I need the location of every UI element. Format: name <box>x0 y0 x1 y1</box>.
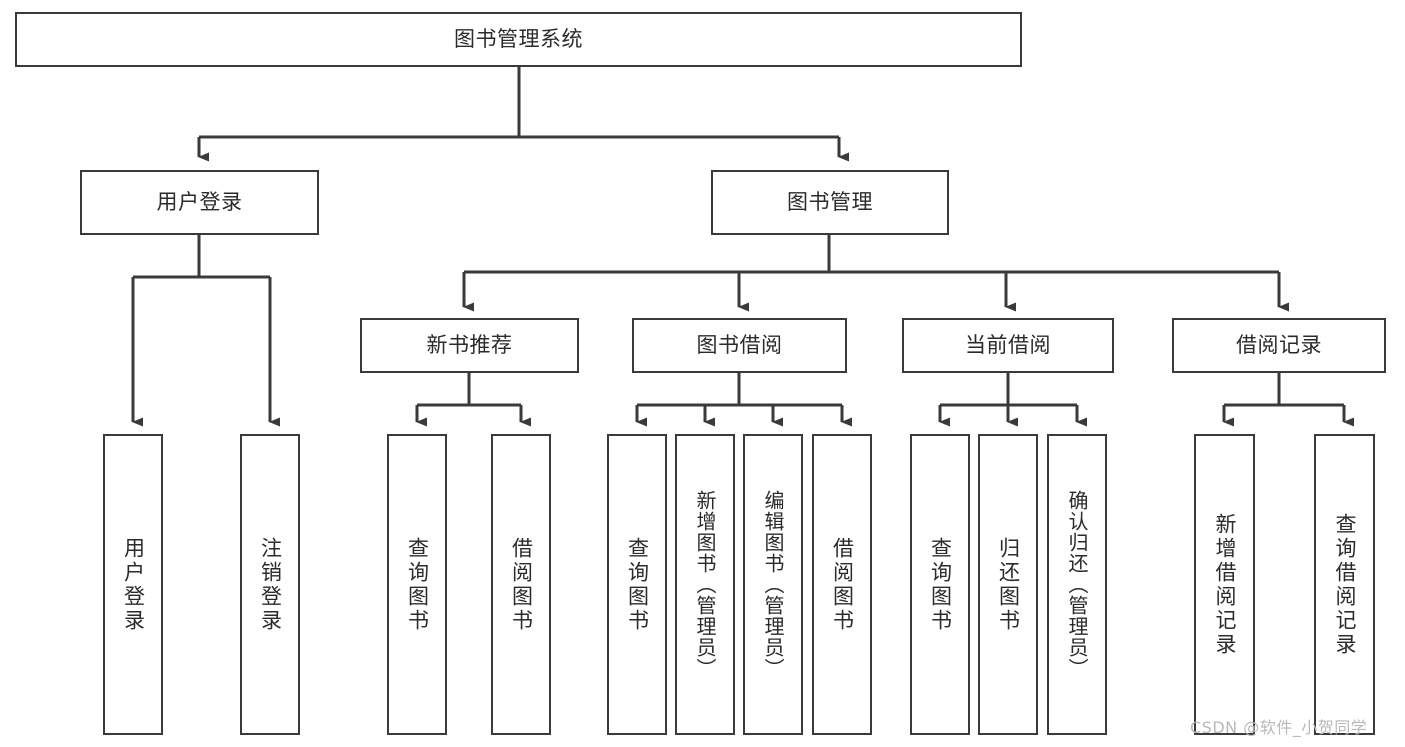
node-leaf-return-book-label: 归还图书 <box>996 536 1021 633</box>
node-leaf-confirm-return[interactable]: 确认归还（管理员） <box>1047 434 1107 735</box>
node-leaf-add-record-label: 新增借阅记录 <box>1213 512 1237 657</box>
node-leaf-borrow-book-1[interactable]: 借阅图书 <box>491 434 551 735</box>
node-borrow-record-label: 借阅记录 <box>1236 332 1322 357</box>
node-leaf-query-record-label: 查询借阅记录 <box>1333 512 1357 657</box>
node-leaf-confirm-return-label: 确认归还（管理员） <box>1065 490 1089 679</box>
node-leaf-edit-book-label: 编辑图书（管理员） <box>761 490 785 679</box>
node-current-borrow[interactable]: 当前借阅 <box>902 318 1114 373</box>
node-leaf-user-login[interactable]: 用户登录 <box>103 434 163 735</box>
node-book-borrow[interactable]: 图书借阅 <box>632 318 847 373</box>
node-leaf-user-login-label: 用户登录 <box>121 536 146 633</box>
node-leaf-query-book-3-label: 查询图书 <box>928 536 953 633</box>
node-book-management[interactable]: 图书管理 <box>711 170 949 235</box>
node-new-book-recommend-label: 新书推荐 <box>426 332 513 357</box>
node-root-label: 图书管理系统 <box>454 26 583 51</box>
node-root[interactable]: 图书管理系统 <box>15 12 1022 67</box>
node-leaf-query-book-2-label: 查询图书 <box>625 536 650 633</box>
node-leaf-add-book-label: 新增图书（管理员） <box>693 490 717 679</box>
node-leaf-query-book-1-label: 查询图书 <box>405 536 430 633</box>
node-borrow-record[interactable]: 借阅记录 <box>1172 318 1386 373</box>
node-leaf-query-book-3[interactable]: 查询图书 <box>910 434 970 735</box>
node-leaf-query-book-1[interactable]: 查询图书 <box>387 434 447 735</box>
node-leaf-add-book[interactable]: 新增图书（管理员） <box>675 434 735 735</box>
node-book-borrow-label: 图书借阅 <box>696 332 783 357</box>
node-leaf-edit-book[interactable]: 编辑图书（管理员） <box>743 434 803 735</box>
node-user-login-label: 用户登录 <box>156 189 243 214</box>
node-leaf-user-logout-label: 注销登录 <box>258 536 283 633</box>
node-new-book-recommend[interactable]: 新书推荐 <box>360 318 579 373</box>
node-user-login[interactable]: 用户登录 <box>80 170 319 235</box>
node-leaf-query-book-2[interactable]: 查询图书 <box>607 434 667 735</box>
node-leaf-borrow-book-2-label: 借阅图书 <box>830 536 855 633</box>
node-leaf-add-record[interactable]: 新增借阅记录 <box>1194 434 1255 735</box>
node-current-borrow-label: 当前借阅 <box>965 332 1051 357</box>
csdn-watermark: CSDN @软件_小贺同学 <box>1190 718 1368 737</box>
node-leaf-return-book[interactable]: 归还图书 <box>978 434 1038 735</box>
node-leaf-borrow-book-1-label: 借阅图书 <box>509 536 534 633</box>
node-leaf-user-logout[interactable]: 注销登录 <box>240 434 300 735</box>
node-leaf-query-record[interactable]: 查询借阅记录 <box>1314 434 1375 735</box>
node-leaf-borrow-book-2[interactable]: 借阅图书 <box>812 434 872 735</box>
node-book-management-label: 图书管理 <box>787 189 873 214</box>
